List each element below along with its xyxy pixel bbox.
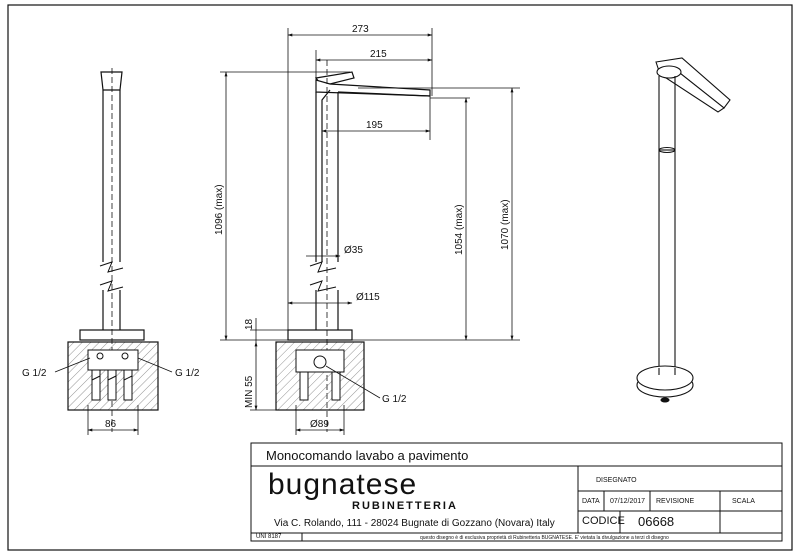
dim-273: 273 <box>352 24 369 35</box>
dim-d89: Ø89 <box>310 419 329 430</box>
front-view <box>79 68 145 432</box>
brand-logo-name: bugnatese <box>268 468 418 501</box>
label-disegnato: DISEGNATO <box>596 477 637 484</box>
dim-min55: MIN 55 <box>244 375 255 408</box>
label-scala: SCALA <box>732 498 755 505</box>
dim-1054: 1054 (max) <box>454 204 465 255</box>
dim-1096: 1096 (max) <box>214 184 225 235</box>
dim-d35: Ø35 <box>344 245 363 256</box>
label-codice: CODICE <box>582 515 625 527</box>
disclaimer-text: questo disegno è di esclusiva proprietà … <box>420 535 669 541</box>
front-dims <box>54 357 173 435</box>
label-uni: UNI 8187 <box>256 534 282 540</box>
label-revisione: REVISIONE <box>656 498 695 505</box>
value-codice: 06668 <box>638 514 675 529</box>
sheet-frame <box>7 4 793 551</box>
company-address: Via C. Rolando, 111 - 28024 Bugnate di G… <box>274 518 555 529</box>
label-data: DATA <box>582 498 600 505</box>
side-dims <box>220 28 520 435</box>
dim-1070: 1070 (max) <box>500 199 511 250</box>
value-data: 07/12/2017 <box>610 498 646 505</box>
dim-215: 215 <box>370 49 387 60</box>
title-block <box>250 442 783 542</box>
side-floor-section <box>275 341 365 411</box>
label-g-left: G 1/2 <box>22 368 47 379</box>
front-floor-section <box>67 341 159 411</box>
label-g-bottom: G 1/2 <box>382 394 407 405</box>
dim-18: 18 <box>244 318 255 330</box>
isometric-view <box>636 57 731 403</box>
dim-d115: Ø115 <box>356 292 380 303</box>
label-g-right: G 1/2 <box>175 368 200 379</box>
product-title: Monocomando lavabo a pavimento <box>266 448 469 463</box>
brand-logo-sub: RUBINETTERIA <box>352 500 458 512</box>
dim-195: 195 <box>366 120 383 131</box>
dim-86: 86 <box>105 419 117 430</box>
